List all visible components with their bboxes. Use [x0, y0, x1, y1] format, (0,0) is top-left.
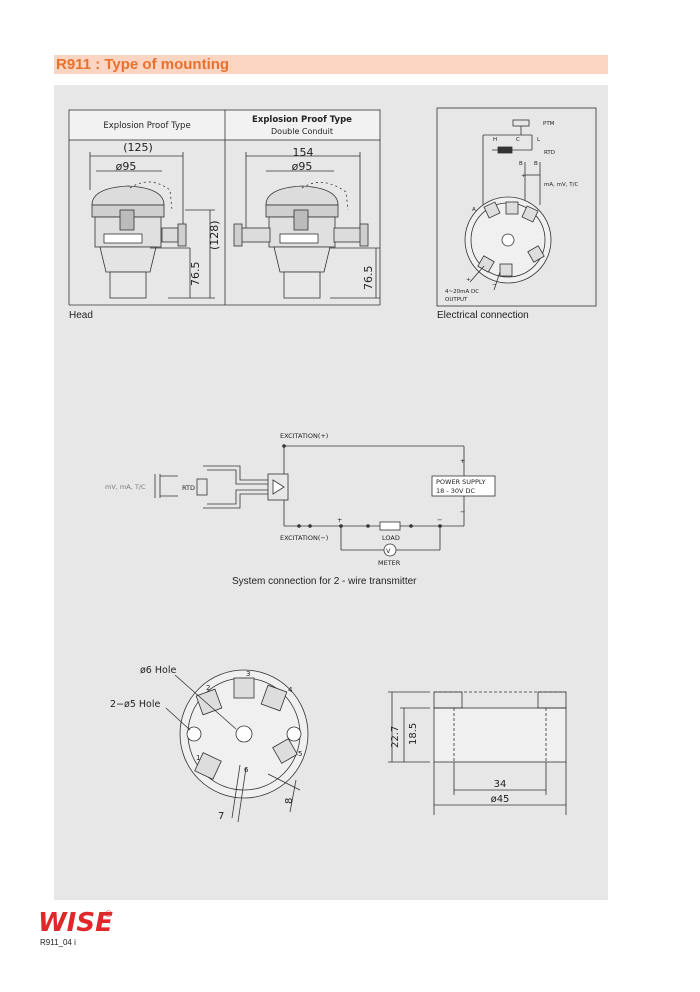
mount-hole6: ø6 Hole — [140, 665, 176, 676]
logo-reg: ® — [104, 910, 113, 920]
head-col2-label: Explosion Proof Type — [252, 115, 352, 125]
sys-minus-right: − — [437, 516, 442, 524]
wise-logo: WISE ® — [38, 908, 113, 935]
elec-plus: + — [521, 173, 526, 179]
page-title: R911 : Type of mounting — [56, 56, 230, 73]
mount-hole5: 2−ø5 Hole — [110, 699, 160, 710]
dim-154: 154 — [293, 146, 314, 159]
sys-meter-symbol: V — [386, 547, 391, 555]
elec-l: L — [537, 137, 541, 143]
elec-input-types: mA, mV, T/C — [544, 182, 578, 188]
logo-text: WISE — [38, 908, 113, 935]
head-col1-label: Explosion Proof Type — [103, 121, 190, 131]
mount-dim-34: 34 — [494, 779, 507, 790]
elec-c: C — [516, 137, 520, 143]
sys-excitation-pos: EXCITATION(+) — [280, 432, 328, 440]
sys-power-supply-line2: 18 - 30V DC — [436, 487, 476, 495]
sys-rtd: RTD — [182, 484, 195, 492]
mount-dim-8: 8 — [284, 798, 295, 804]
elec-out-plus: + — [466, 277, 471, 283]
dim-95-left: ø95 — [116, 160, 137, 173]
mount-terminal-5: 5 — [298, 750, 302, 758]
mount-dim-22-7: 22.7 — [390, 726, 401, 748]
sys-meter: METER — [378, 559, 401, 567]
sys-plus-top: + — [460, 457, 465, 465]
sys-plus-bottom: + — [337, 516, 342, 524]
elec-output-line2: OUTPUT — [445, 297, 468, 303]
head-caption: Head — [69, 310, 93, 321]
elec-b1: B — [519, 161, 523, 167]
mount-terminal-2: 2 — [206, 684, 210, 692]
sys-excitation-neg: EXCITATION(−) — [280, 534, 328, 542]
dim-125: (125) — [123, 141, 153, 154]
system-caption: System connection for 2 - wire transmitt… — [232, 576, 417, 587]
elec-a: A — [472, 207, 476, 213]
mount-terminal-4: 4 — [288, 686, 293, 694]
mount-terminal-6: 6 — [244, 766, 249, 774]
title-banner: R911 : Type of mounting — [54, 55, 608, 74]
sys-minus-bottom: − — [460, 508, 465, 516]
sys-input-types: mV, mA, T/C — [105, 483, 146, 491]
elec-ptm: PTM — [543, 121, 555, 127]
elec-h: H — [493, 137, 497, 143]
sys-load: LOAD — [382, 534, 400, 542]
dim-95-right: ø95 — [292, 160, 313, 173]
mount-dim-18-5: 18.5 — [408, 723, 419, 745]
elec-out-minus: − — [492, 282, 497, 288]
mount-dim-7: 7 — [218, 811, 224, 822]
elec-b2: B — [534, 161, 538, 167]
head-col2-sublabel: Double Conduit — [271, 127, 333, 136]
mount-terminal-3: 3 — [246, 670, 250, 678]
sys-power-supply-line1: POWER SUPPLY — [436, 478, 486, 486]
elec-output-line1: 4~20mA DC — [445, 289, 479, 295]
dim-128: (128) — [208, 220, 221, 250]
mount-terminal-1: 1 — [196, 754, 200, 762]
dim-76-right: 76.5 — [362, 266, 375, 291]
page-number: R911_04 i — [40, 938, 76, 947]
mount-dim-45: ø45 — [491, 794, 510, 805]
dim-76-left: 76.5 — [189, 262, 202, 287]
elec-rtd: RTD — [544, 150, 555, 156]
electrical-caption: Electrical connection — [437, 310, 529, 321]
